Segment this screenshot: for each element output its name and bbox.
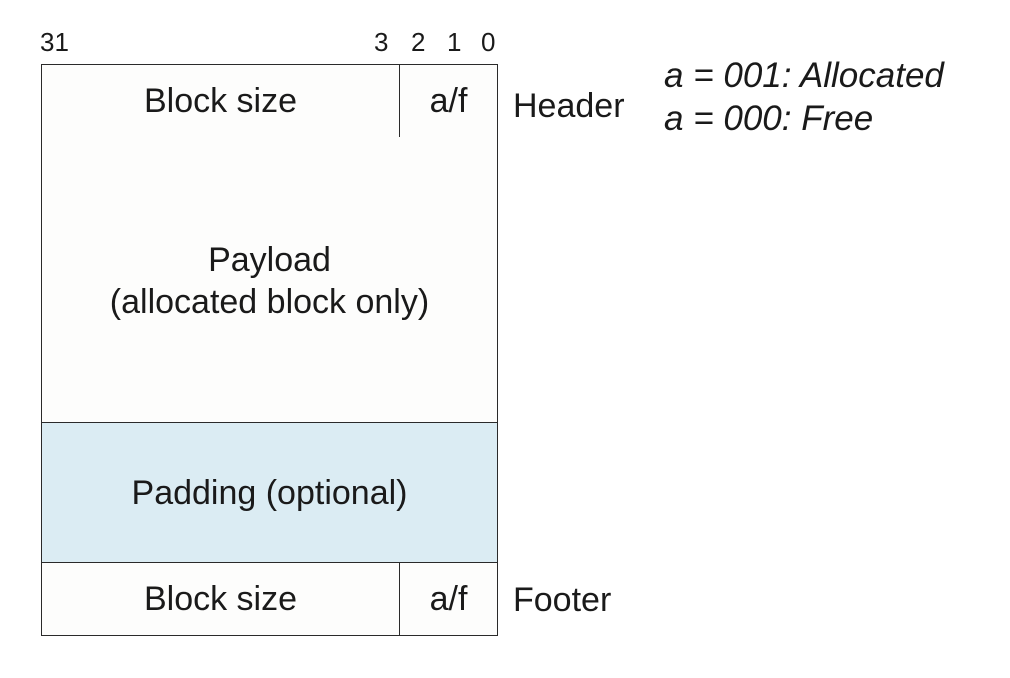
bit-label-0: 0 bbox=[481, 27, 496, 57]
payload-region: Payload (allocated block only) bbox=[41, 137, 498, 424]
bit-label-3: 3 bbox=[374, 27, 389, 57]
header-word: Block size a/f bbox=[41, 64, 498, 138]
bit-label-31: 31 bbox=[40, 27, 69, 57]
payload-title: Payload bbox=[208, 240, 331, 279]
footer-word: Block size a/f bbox=[41, 562, 498, 636]
bit-label-2: 2 bbox=[411, 27, 426, 57]
legend-allocated: a = 001: Allocated bbox=[664, 56, 944, 95]
footer-block-size-field: Block size bbox=[42, 563, 400, 635]
padding-region: Padding (optional) bbox=[41, 422, 498, 563]
header-label: Header bbox=[513, 87, 625, 125]
header-alloc-flag-field: a/f bbox=[429, 81, 468, 120]
footer-alloc-flag-field: a/f bbox=[429, 579, 468, 618]
padding-label: Padding (optional) bbox=[131, 473, 408, 512]
header-block-size-field: Block size bbox=[42, 65, 400, 137]
allocation-legend: a = 001: Allocated a = 000: Free bbox=[664, 54, 944, 140]
footer-label: Footer bbox=[513, 581, 612, 619]
payload-note: (allocated block only) bbox=[109, 282, 430, 321]
legend-free: a = 000: Free bbox=[664, 99, 874, 138]
bit-label-1: 1 bbox=[447, 27, 462, 57]
